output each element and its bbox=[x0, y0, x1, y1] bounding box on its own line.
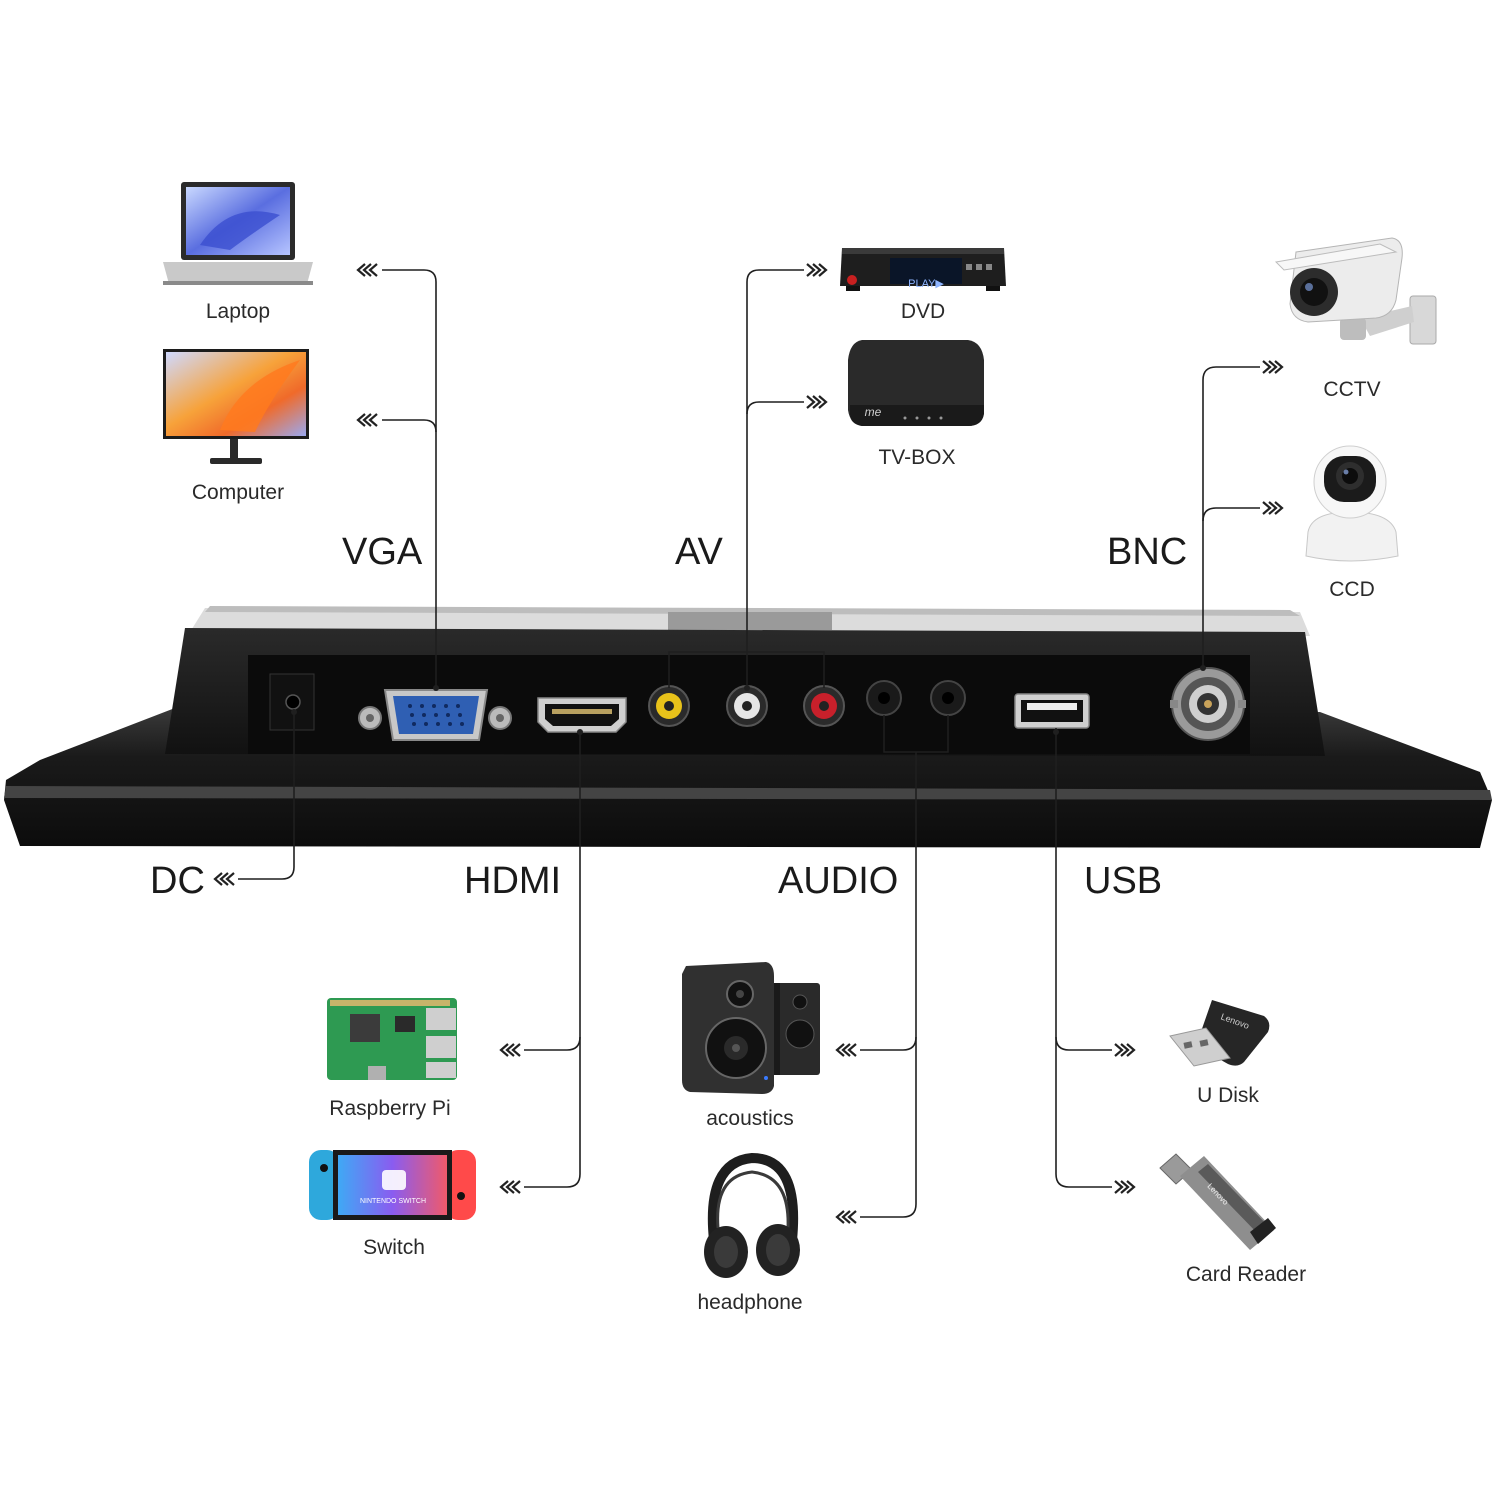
device-label-dvd: DVD bbox=[901, 300, 945, 323]
arrow-switch-icon bbox=[499, 1179, 522, 1195]
port-label-av: AV bbox=[675, 531, 724, 573]
audio-jack-2 bbox=[930, 680, 966, 716]
device-label-cctv: CCTV bbox=[1323, 378, 1380, 401]
dc-port bbox=[269, 673, 315, 731]
raspberry-pi-icon bbox=[327, 998, 457, 1080]
arrow-raspberry-icon bbox=[499, 1042, 522, 1058]
dvd-screen-text: PLAY▶ bbox=[908, 278, 944, 290]
ccd-camera-icon bbox=[1305, 445, 1399, 562]
monitor bbox=[4, 606, 1492, 848]
arrow-computer-icon bbox=[356, 412, 379, 428]
cctv-camera-icon bbox=[1274, 237, 1437, 345]
port-label-usb: USB bbox=[1084, 860, 1162, 902]
headphone-icon bbox=[704, 1152, 800, 1278]
arrow-tvbox-icon bbox=[805, 394, 828, 410]
dvd-player-icon: PLAY▶ bbox=[840, 248, 1006, 291]
arrow-headphone-icon bbox=[835, 1209, 858, 1225]
rca-white-port bbox=[726, 685, 768, 727]
port-label-dc: DC bbox=[150, 860, 205, 902]
switch-logo-text: NINTENDO SWITCH bbox=[360, 1198, 426, 1205]
vga-port bbox=[358, 689, 512, 741]
rca-red-port bbox=[803, 685, 845, 727]
arrow-udisk-icon bbox=[1113, 1042, 1136, 1058]
tvbox-logo-text: me bbox=[865, 405, 882, 419]
bnc-port bbox=[1170, 667, 1246, 741]
device-label-raspberry: Raspberry Pi bbox=[329, 1097, 450, 1120]
hdmi-port bbox=[537, 697, 627, 733]
audio-jack-1 bbox=[866, 680, 902, 716]
rca-yellow-port bbox=[648, 685, 690, 727]
wires bbox=[238, 269, 1260, 1218]
device-label-tvbox: TV-BOX bbox=[878, 446, 955, 469]
usb-disk-icon: Lenovo bbox=[1169, 1000, 1270, 1067]
device-label-headphone: headphone bbox=[697, 1291, 802, 1314]
arrow-dvd-icon bbox=[805, 262, 828, 278]
port-label-hdmi: HDMI bbox=[464, 860, 561, 902]
device-label-cardreader: Card Reader bbox=[1186, 1263, 1306, 1286]
port-label-audio: AUDIO bbox=[778, 860, 898, 902]
computer-icon bbox=[163, 349, 309, 464]
nintendo-switch-icon: NINTENDO SWITCH bbox=[309, 1150, 476, 1220]
device-label-udisk: U Disk bbox=[1197, 1084, 1259, 1107]
arrow-acoustics-icon bbox=[835, 1042, 858, 1058]
arrow-laptop-icon bbox=[356, 262, 379, 278]
arrow-dc-icon bbox=[213, 871, 236, 887]
card-reader-icon: Lenovo bbox=[1159, 1153, 1276, 1250]
port-label-vga: VGA bbox=[342, 531, 423, 573]
port-label-bnc: BNC bbox=[1107, 531, 1187, 573]
arrow-cardreader-icon bbox=[1113, 1179, 1136, 1195]
arrow-ccd-icon bbox=[1261, 500, 1284, 516]
device-label-ccd: CCD bbox=[1329, 578, 1375, 601]
usb-port bbox=[1014, 693, 1090, 729]
device-label-computer: Computer bbox=[192, 481, 284, 504]
arrow-cctv-icon bbox=[1261, 359, 1284, 375]
speakers-icon bbox=[682, 962, 820, 1094]
tvbox-icon: me bbox=[848, 340, 984, 426]
device-label-switch: Switch bbox=[363, 1236, 425, 1259]
laptop-icon bbox=[163, 182, 313, 285]
device-label-acoustics: acoustics bbox=[706, 1107, 794, 1130]
device-label-laptop: Laptop bbox=[206, 300, 270, 323]
